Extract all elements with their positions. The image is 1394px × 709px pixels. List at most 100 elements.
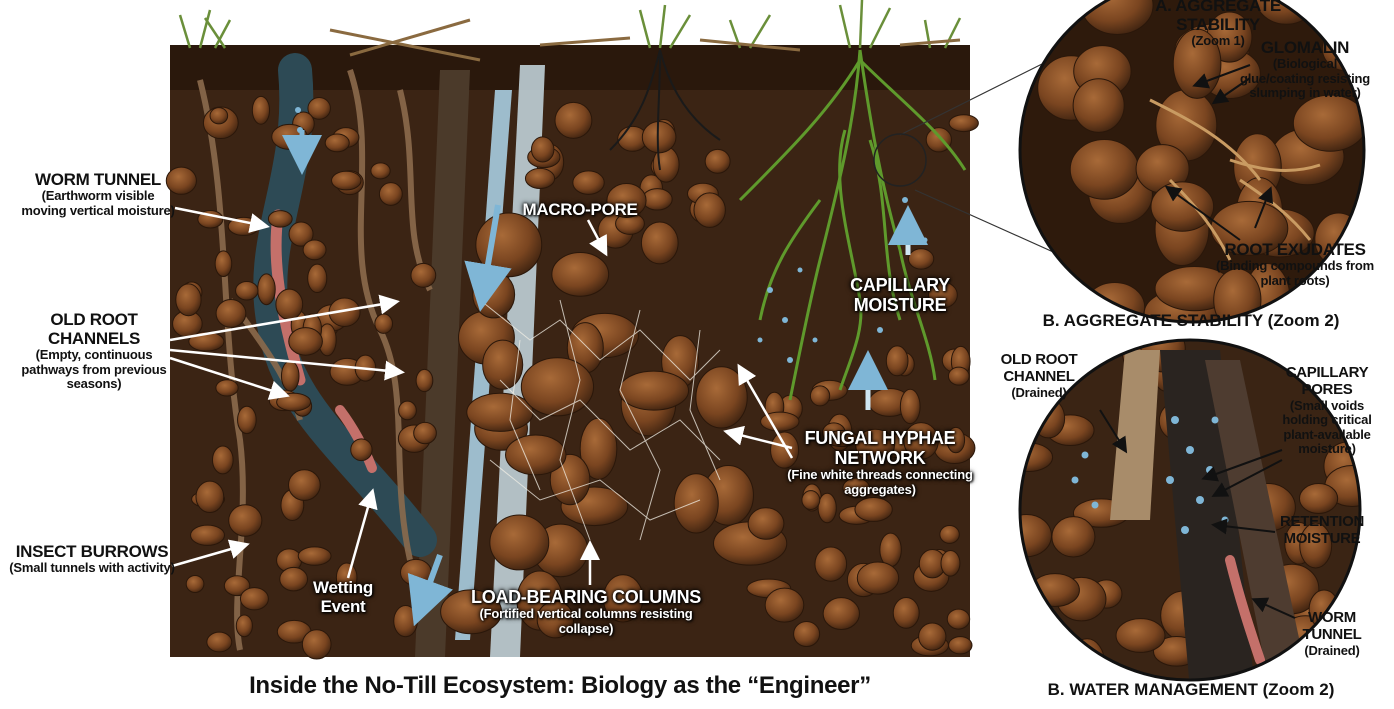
soil-clod [886, 346, 908, 376]
soil-clod [268, 211, 292, 228]
surface-grass [180, 0, 960, 48]
soil-clod [236, 615, 252, 637]
label-worm-tunnel: WORM TUNNEL (Earthworm visible moving ve… [18, 170, 178, 218]
soil-clod [252, 96, 269, 124]
soil-clod [949, 637, 972, 654]
soil-clod [794, 621, 820, 646]
soil-clod [210, 108, 228, 124]
soil-clod [467, 393, 533, 431]
soil-clod [641, 222, 678, 264]
main-title: Inside the No-Till Ecosystem: Biology as… [150, 672, 970, 700]
soil-clod [1116, 619, 1165, 653]
soil-clod [302, 630, 331, 659]
soil-clod [857, 562, 898, 594]
label-glomalin: GLOMALIN (Biological glue/coating resist… [1240, 38, 1370, 101]
soil-clod [823, 598, 859, 630]
fungal-desc: (Fine white threads connecting aggregate… [780, 468, 980, 497]
soil-clod [748, 508, 784, 540]
label-old-root-channel: OLD ROOT CHANNEL (Drained) [990, 352, 1088, 400]
soil-clod [941, 550, 960, 576]
fungal-title: FUNGAL HYPHAE NETWORK [780, 428, 980, 468]
soil-clod [908, 249, 933, 269]
zoom2-worm-desc: (Drained) [1292, 644, 1372, 659]
label-insect-burrows: INSECT BURROWS (Small tunnels with activ… [8, 542, 176, 576]
zoom2-worm-title: WORM TUNNEL [1292, 610, 1372, 644]
soil-clod [1002, 514, 1052, 556]
soil-clod [308, 264, 327, 292]
soil-clod [240, 588, 268, 610]
soil-clod [289, 470, 321, 501]
soil-clod [176, 284, 201, 316]
soil-clod [1073, 79, 1124, 133]
soil-clod [207, 632, 232, 652]
label-macro-pore: MACRO-PORE [505, 200, 655, 219]
soil-clod [216, 300, 246, 328]
soil-clod [399, 401, 417, 420]
old-root-channels-title: OLD ROOT CHANNELS [15, 310, 173, 348]
zoom1-header: A. AGGREGATE STABILITY [1148, 0, 1288, 34]
soil-clod [531, 137, 553, 162]
soil-clod [303, 240, 326, 260]
soil-clod [371, 163, 390, 179]
soil-clod [619, 371, 689, 410]
old-root-channels-desc: (Empty, continuous pathways from previou… [15, 348, 173, 392]
worm-tunnel-title: WORM TUNNEL [18, 170, 178, 189]
soil-clod [212, 446, 233, 474]
soil-clod [525, 168, 554, 188]
soil-clod [555, 102, 592, 138]
soil-clod [414, 422, 437, 443]
soil-clod [401, 559, 432, 585]
soil-clod [694, 193, 725, 228]
soil-clod [1052, 517, 1095, 557]
soil-clod [216, 380, 238, 396]
soil-clod [893, 598, 919, 629]
soil-clod [1070, 140, 1138, 200]
soil-clod [642, 122, 676, 153]
soil-clod [196, 481, 224, 512]
soil-clod [552, 253, 609, 297]
soil-clod [810, 386, 829, 406]
zoom1-caption: B. AGGREGATE STABILITY (Zoom 2) [1018, 311, 1364, 331]
soil-clod [506, 435, 566, 475]
soil-clod [855, 498, 892, 522]
soil-clod [416, 369, 433, 391]
label-retention-moisture: RETENTION MOISTURE [1272, 514, 1372, 548]
label-fungal-hyphae: FUNGAL HYPHAE NETWORK (Fine white thread… [780, 428, 980, 497]
soil-clod [215, 251, 232, 277]
soil-clod [1293, 95, 1367, 151]
soil-clod [276, 289, 303, 319]
soil-clod [379, 183, 402, 206]
soil-clod [919, 623, 946, 650]
label-old-root-channels: OLD ROOT CHANNELS (Empty, continuous pat… [15, 310, 173, 392]
soil-clod [351, 439, 372, 461]
soil-clod [411, 263, 436, 287]
label-capillary-moisture: CAPILLARY MOISTURE [845, 275, 955, 315]
soil-clod [375, 314, 393, 333]
soil-clod [674, 474, 718, 533]
insect-burrows-title: INSECT BURROWS [8, 542, 176, 561]
soil-clod [332, 171, 362, 190]
load-bearing-title: LOAD-BEARING COLUMNS [455, 587, 717, 607]
soil-clod [948, 367, 969, 385]
soil-clod [236, 281, 258, 300]
soil-clod [940, 526, 959, 544]
soil-clod [765, 588, 804, 622]
glomalin-title: GLOMALIN [1240, 38, 1370, 57]
soil-clod [818, 493, 836, 523]
soil-clod [186, 575, 204, 592]
soil-clod [696, 367, 747, 428]
soil-clod [1151, 182, 1214, 231]
capillary-pores-title: CAPILLARY PORES [1272, 365, 1382, 399]
root-exudates-desc: (Binding compounds from plant roots) [1210, 259, 1380, 288]
soil-clod [229, 505, 262, 536]
label-root-exudates: ROOT EXUDATES (Binding compounds from pl… [1210, 240, 1380, 288]
worm-tunnel-desc: (Earthworm visible moving vertical moist… [18, 189, 178, 218]
soil-clod [258, 274, 276, 305]
retention-title: RETENTION MOISTURE [1272, 514, 1372, 548]
soil-clod [281, 361, 299, 391]
glomalin-desc: (Biological glue/coating resisting slump… [1240, 57, 1370, 101]
macro-pore-title: MACRO-PORE [505, 200, 655, 219]
capillary-moisture-title: CAPILLARY MOISTURE [845, 275, 955, 315]
capillary-pores-desc: (Small voids holding critical plant-avai… [1272, 399, 1382, 457]
soil-clod [191, 525, 225, 545]
